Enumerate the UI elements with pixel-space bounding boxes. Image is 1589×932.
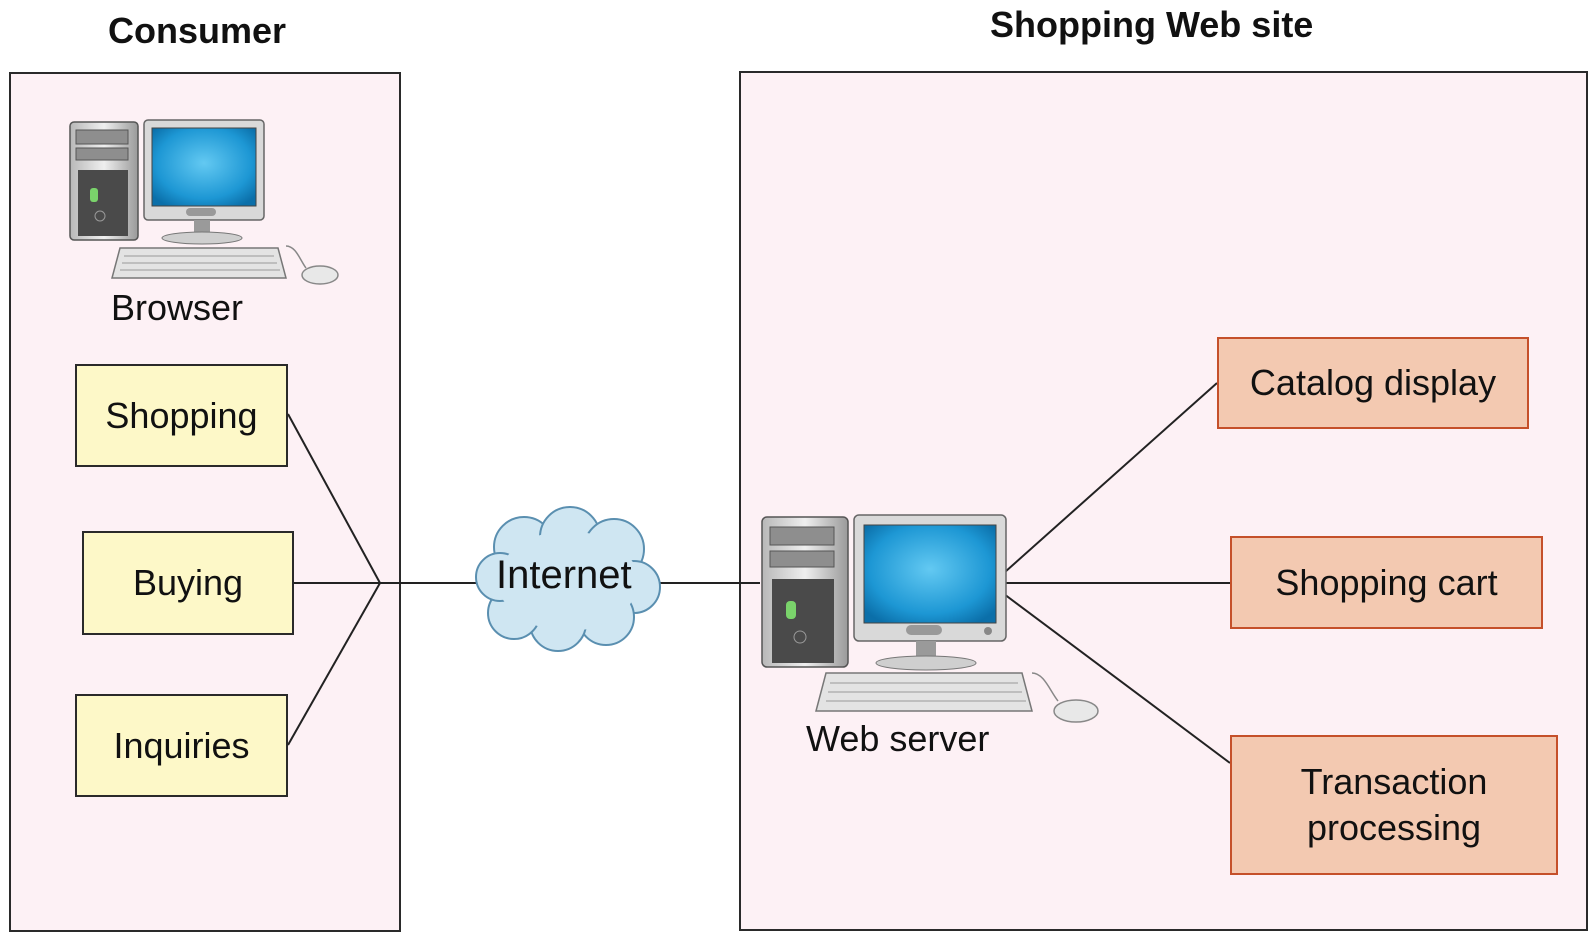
catalog-display-box: Catalog display xyxy=(1217,337,1529,429)
web-server-label: Web server xyxy=(806,718,990,759)
consumer-heading: Consumer xyxy=(108,10,287,51)
shopping-site-heading: Shopping Web site xyxy=(990,4,1314,45)
transaction-processing-box: Transaction processing xyxy=(1230,735,1558,875)
client-desktop-computer-icon xyxy=(69,119,339,285)
buying-box: Buying xyxy=(82,531,294,635)
connector-inquiries xyxy=(287,582,381,746)
shopping-cart-box: Shopping cart xyxy=(1230,536,1543,629)
connector-catalog xyxy=(995,382,1218,581)
internet-label: Internet xyxy=(496,553,632,597)
browser-label: Browser xyxy=(111,287,244,328)
web-server-desktop-computer-icon xyxy=(761,514,1099,723)
connector-shopping xyxy=(287,413,381,584)
internet-cloud-icon xyxy=(475,506,661,652)
connector-transaction xyxy=(995,587,1231,764)
shopping-box: Shopping xyxy=(75,364,288,467)
inquiries-box: Inquiries xyxy=(75,694,288,797)
